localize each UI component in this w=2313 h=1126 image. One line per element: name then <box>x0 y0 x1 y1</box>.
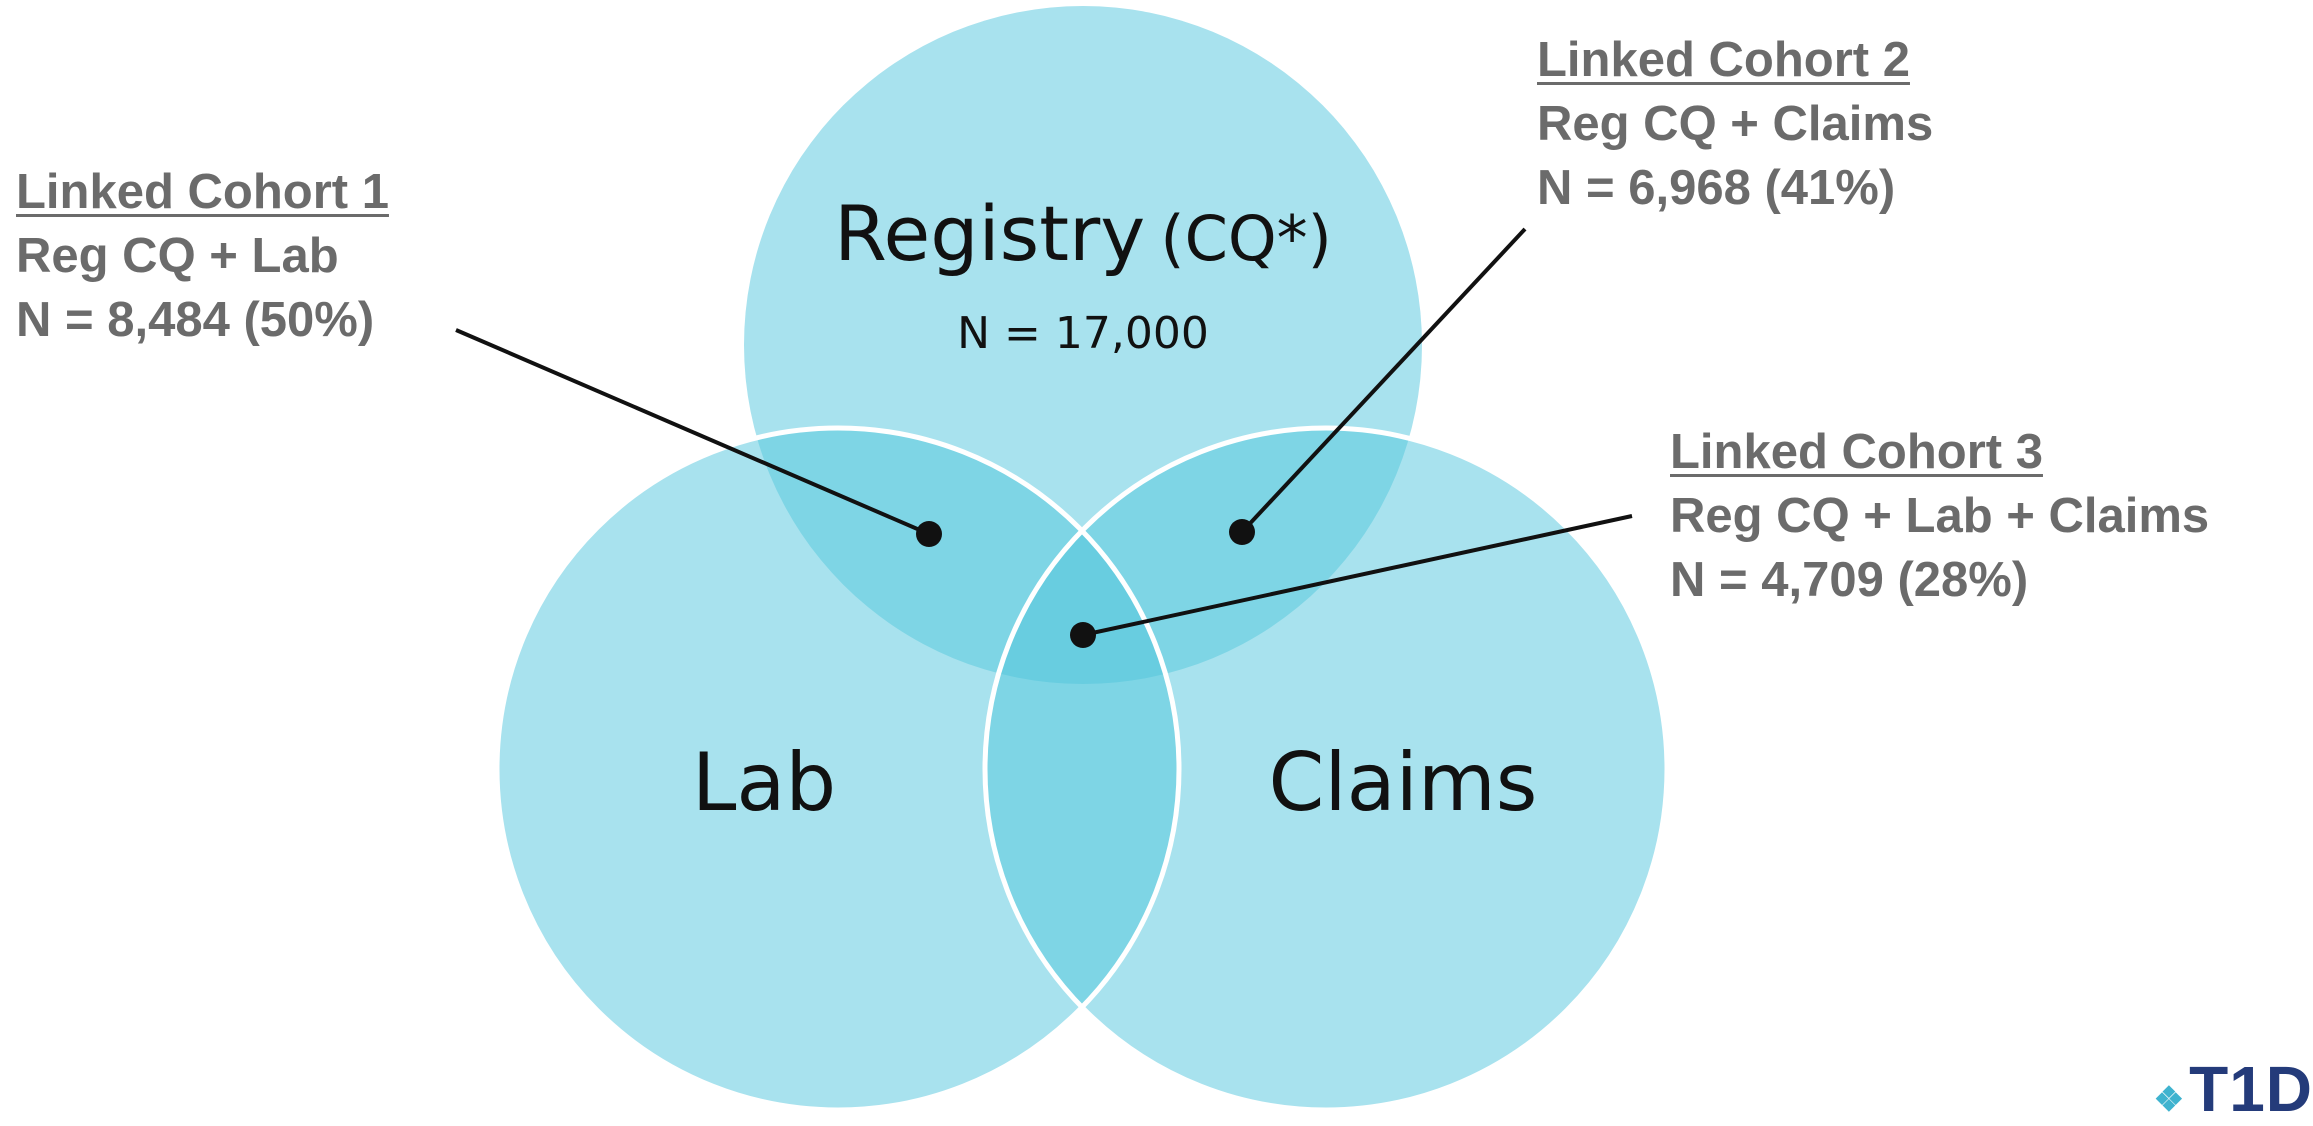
leader-line-cohort-1 <box>455 328 930 536</box>
leader-dot-cohort-2 <box>1229 519 1255 545</box>
logo-text: T1D <box>2189 1053 2313 1125</box>
leader-line-cohort-2 <box>1240 227 1527 534</box>
claims-outline <box>982 425 1670 1108</box>
brand-logo: ❖T1D <box>2154 1052 2313 1126</box>
lab-outline <box>494 425 1182 1108</box>
callout-title: Linked Cohort 1 <box>16 165 389 219</box>
registry-label-suffix: (CQ*) <box>1160 202 1331 275</box>
overlap-registry-claims <box>985 428 1422 684</box>
callout-title: Linked Cohort 2 <box>1537 33 1910 87</box>
leader-line-cohort-3 <box>1082 514 1633 637</box>
callout-linked-cohort-3: Linked Cohort 3 Reg CQ + Lab + Claims N … <box>1670 420 2209 612</box>
leader-dot-cohort-1 <box>916 521 942 547</box>
registry-count: N = 17,000 <box>957 308 1209 359</box>
registry-label: Registry <box>834 189 1145 278</box>
overlap-registry-lab <box>744 428 1179 684</box>
callout-title: Linked Cohort 3 <box>1670 425 2043 479</box>
droplet-icon: ❖ <box>2153 1081 2186 1119</box>
leader-dot-cohort-3 <box>1070 622 1096 648</box>
callout-sources: Reg CQ + Lab + Claims <box>1670 489 2210 543</box>
lab-label: Lab <box>692 736 836 829</box>
callout-sources: Reg CQ + Lab <box>16 229 339 283</box>
callout-linked-cohort-1: Linked Cohort 1 Reg CQ + Lab N = 8,484 (… <box>16 160 389 352</box>
callout-linked-cohort-2: Linked Cohort 2 Reg CQ + Claims N = 6,96… <box>1537 28 1933 220</box>
callout-sources: Reg CQ + Claims <box>1537 97 1934 151</box>
callout-count: N = 4,709 (28%) <box>1670 553 2029 607</box>
svg-text:Registry (CQ*): Registry (CQ*) <box>834 189 1332 278</box>
callout-count: N = 8,484 (50%) <box>16 293 375 347</box>
callout-count: N = 6,968 (41%) <box>1537 161 1896 215</box>
claims-label: Claims <box>1269 736 1538 829</box>
